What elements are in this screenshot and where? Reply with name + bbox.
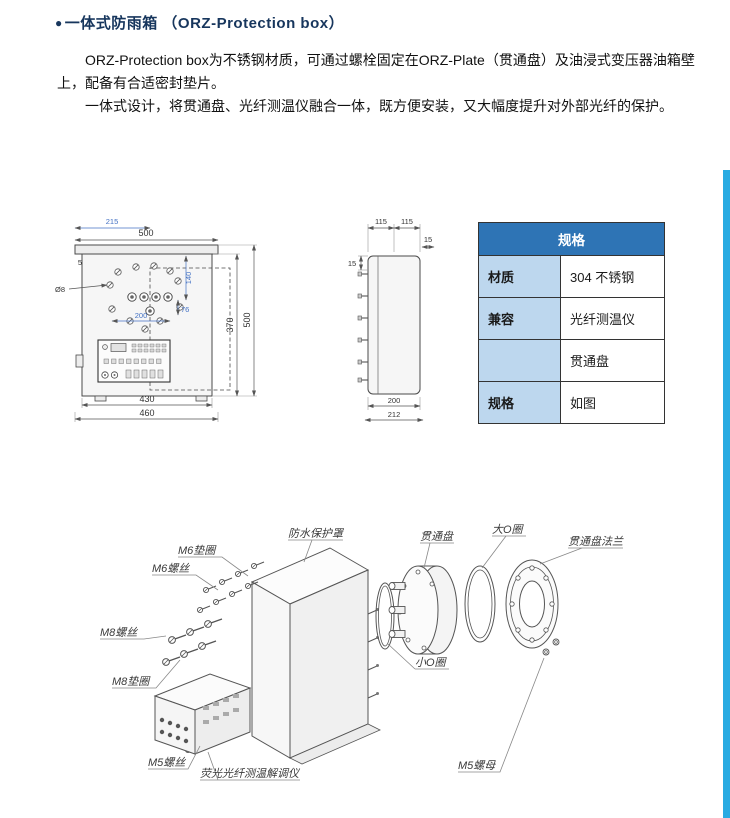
part-label-m5-screw: M5螺丝 bbox=[148, 756, 186, 769]
spec-label-compatible: 兼容 bbox=[478, 297, 561, 340]
front-dim-hole-dia: Ø8 bbox=[55, 285, 65, 294]
part-label-m6-washer: M6垫圈 bbox=[178, 544, 217, 557]
front-dim-500-top: 500 bbox=[138, 228, 153, 238]
side-dim-212: 212 bbox=[388, 410, 401, 419]
spec-value-compatible-1: 光纤测温仪 bbox=[560, 297, 665, 340]
leader-lines bbox=[100, 535, 623, 781]
page-accent-bar bbox=[723, 170, 730, 818]
exploded-assembly-diagram: M6垫圈 M6螺丝 M8螺丝 M8垫圈 M5螺丝 防水保护罩 贯通盘 大O圈 贯… bbox=[100, 523, 624, 781]
intro-paragraph-2: 一体式设计，将贯通盘、光纤测温仪融合一体，既方便安装，又大幅度提升对外部光纤的保… bbox=[85, 98, 673, 114]
small-o-ring-part bbox=[375, 582, 395, 650]
front-dim-370: 370 bbox=[225, 317, 235, 332]
waterproof-cover-box bbox=[250, 547, 381, 765]
m8-screw-set bbox=[161, 618, 223, 667]
front-dim-215: 215 bbox=[106, 217, 119, 226]
front-dim-460: 460 bbox=[139, 408, 154, 418]
part-label-flange: 贯通盘法兰 bbox=[568, 535, 624, 548]
part-label-waterproof-cover: 防水保护罩 bbox=[288, 527, 344, 540]
table-row: 兼容 光纤测温仪 bbox=[478, 297, 665, 340]
side-dim-200: 200 bbox=[388, 396, 401, 405]
side-dim-15-left: 15 bbox=[348, 259, 356, 268]
front-dim-500-right: 500 bbox=[242, 312, 252, 327]
front-dim-200: 200 bbox=[135, 311, 148, 320]
front-view-drawing: 215 500 5 Ø8 140 76 200 370 500 430 460 bbox=[55, 217, 257, 422]
spec-table-header: 规格 bbox=[478, 222, 665, 256]
table-row: 贯通盘 bbox=[478, 339, 665, 382]
side-view-geometry bbox=[357, 255, 421, 395]
bullet-icon: ● bbox=[55, 16, 63, 30]
front-dim-430: 430 bbox=[139, 394, 154, 404]
part-label-feedthrough-plate: 贯通盘 bbox=[420, 530, 455, 543]
spec-value-material: 304 不锈钢 bbox=[560, 255, 665, 298]
intro-text: ORZ-Protection box为不锈钢材质，可通过螺栓固定在ORZ-Pla… bbox=[57, 49, 697, 118]
part-labels: M6垫圈 M6螺丝 M8螺丝 M8垫圈 M5螺丝 防水保护罩 贯通盘 大O圈 贯… bbox=[100, 523, 624, 780]
demodulator-device bbox=[153, 673, 252, 755]
table-row: 规格 如图 bbox=[478, 381, 665, 424]
spec-label-compatible-cont bbox=[478, 339, 561, 382]
part-label-m5-nut: M5螺母 bbox=[458, 759, 496, 772]
part-label-big-o-ring: 大O圈 bbox=[492, 523, 525, 536]
part-label-m6-screw: M6螺丝 bbox=[152, 562, 190, 575]
big-o-ring-part bbox=[464, 565, 496, 643]
side-dim-15-top: 15 bbox=[424, 235, 432, 244]
page-title-text: 一体式防雨箱 （ORZ-Protection box） bbox=[64, 15, 345, 32]
spec-label-material: 材质 bbox=[478, 255, 561, 298]
page-title: ●一体式防雨箱 （ORZ-Protection box） bbox=[55, 12, 344, 33]
flange-part bbox=[505, 559, 559, 649]
intro-paragraph-1: ORZ-Protection box为不锈钢材质，可通过螺栓固定在ORZ-Pla… bbox=[57, 52, 695, 91]
spec-value-spec: 如图 bbox=[560, 381, 665, 424]
side-view-drawing: 115 115 15 15 200 212 bbox=[348, 217, 435, 422]
feedthrough-plate-part bbox=[388, 565, 458, 655]
part-label-m8-washer: M8垫圈 bbox=[112, 675, 151, 688]
front-dim-76: 76 bbox=[181, 305, 189, 314]
front-view-control-panel bbox=[97, 339, 171, 383]
part-label-m8-screw: M8螺丝 bbox=[100, 626, 138, 639]
table-row: 材质 304 不锈钢 bbox=[478, 255, 665, 298]
spec-table: 规格 材质 304 不锈钢 兼容 光纤测温仪 贯通盘 规格 如图 bbox=[478, 222, 665, 424]
side-view-dimensions: 115 115 15 15 200 212 bbox=[348, 217, 435, 422]
spec-label-spec: 规格 bbox=[478, 381, 561, 424]
front-dim-5: 5 bbox=[78, 258, 82, 267]
part-label-small-o-ring: 小O圈 bbox=[415, 656, 448, 669]
front-view-dimensions: 215 500 5 Ø8 140 76 200 370 500 430 460 bbox=[55, 217, 257, 422]
part-label-demodulator: 荧光光纤测温解调仪 bbox=[200, 767, 301, 780]
spec-value-compatible-2: 贯通盘 bbox=[560, 339, 665, 382]
side-dim-115-b: 115 bbox=[401, 217, 413, 226]
front-dim-140: 140 bbox=[184, 272, 193, 285]
side-dim-115-a: 115 bbox=[375, 217, 387, 226]
